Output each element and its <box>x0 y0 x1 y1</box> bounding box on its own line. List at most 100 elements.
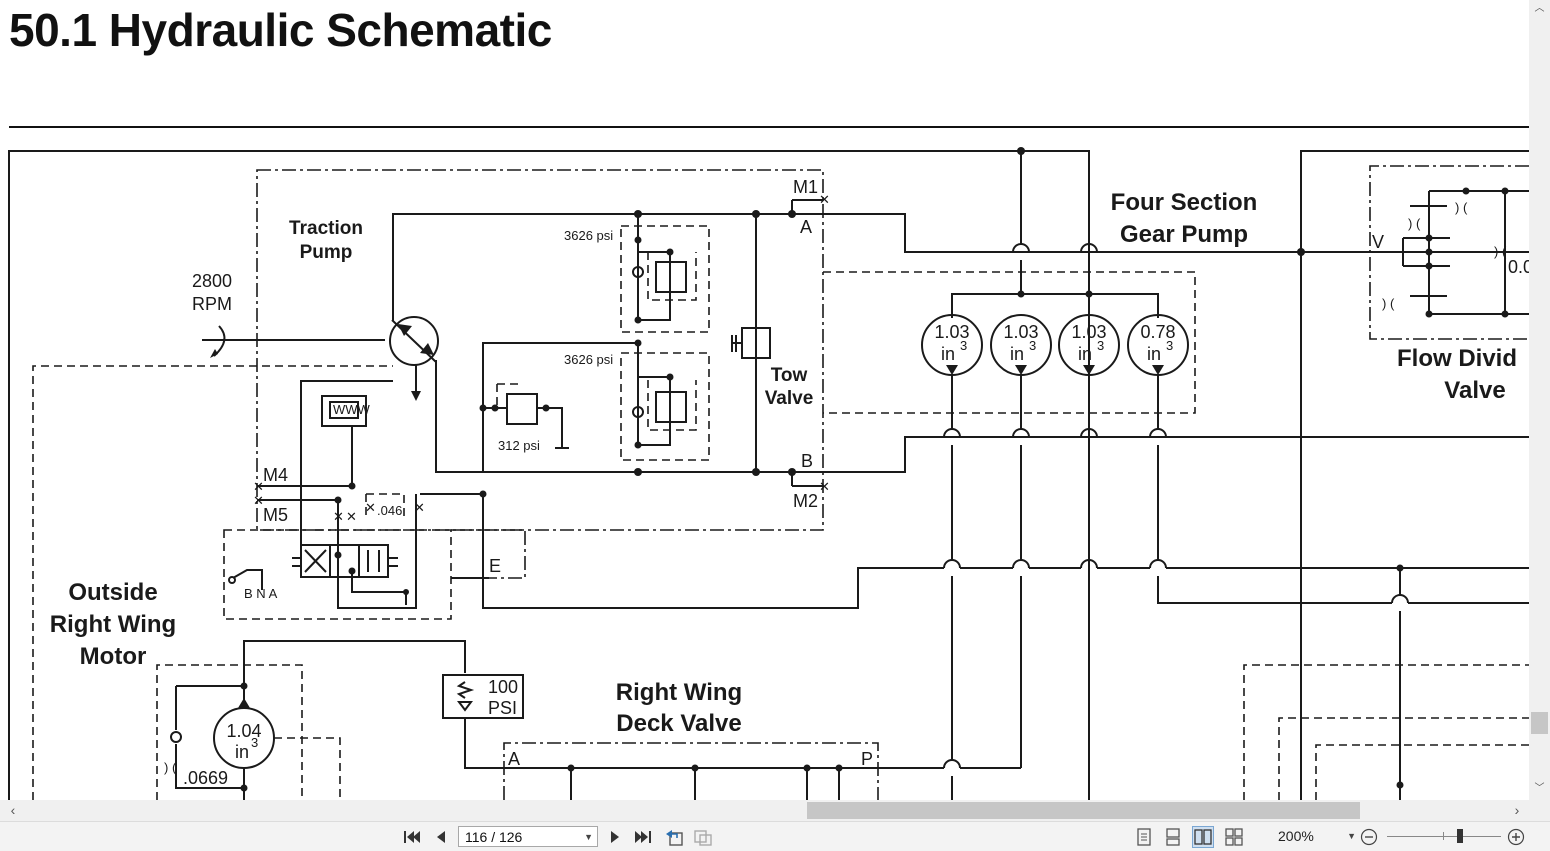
flow-divider-label-1: Flow Divid <box>1397 345 1517 372</box>
back-view-icon[interactable] <box>663 826 685 848</box>
zoom-level: 200% <box>1278 828 1314 844</box>
svg-text:) (: ) ( <box>1455 200 1468 215</box>
port-b: B <box>801 451 813 471</box>
svg-text:1.03: 1.03 <box>1003 322 1038 342</box>
svg-text:✕: ✕ <box>253 493 264 508</box>
wing-motor-label-2: Right Wing <box>50 611 176 638</box>
svg-text:in: in <box>1147 344 1161 364</box>
rpm-unit: RPM <box>192 294 232 314</box>
svg-text:3: 3 <box>251 735 258 750</box>
viewer-toolbar: 116 / 126 ▼ 200% ▼ <box>0 821 1550 851</box>
svg-text:in: in <box>1010 344 1024 364</box>
scrollbar-corner <box>1529 800 1550 821</box>
charge-relief-pressure: 312 psi <box>498 438 540 453</box>
two-page-continuous-view-icon[interactable] <box>1223 826 1245 848</box>
svg-text:3: 3 <box>1166 338 1173 353</box>
svg-text:✕: ✕ <box>819 479 830 494</box>
svg-text:✕: ✕ <box>365 500 376 515</box>
zoom-in-icon[interactable] <box>1505 826 1527 848</box>
vertical-scrollbar[interactable]: ︿ ﹀ <box>1529 0 1550 800</box>
svg-text:1.04: 1.04 <box>226 721 261 741</box>
page-indicator: 116 / 126 <box>465 829 523 845</box>
gear-section-2: 1.03 in 3 <box>990 314 1052 376</box>
gear-pump-label-2: Gear Pump <box>1120 221 1248 248</box>
port-m5: M5 <box>263 505 288 525</box>
relief-valve-bottom <box>620 339 710 461</box>
svg-text:in: in <box>235 742 249 762</box>
zoom-slider-thumb[interactable] <box>1457 829 1463 843</box>
gear-section-3: 1.03 in 3 <box>1058 314 1120 376</box>
orifice-0669: .0669 <box>183 768 228 788</box>
svg-text:✕: ✕ <box>819 192 830 207</box>
page-number-select[interactable]: 116 / 126 ▼ <box>458 826 598 847</box>
zoom-slider-tick <box>1443 832 1444 840</box>
flow-divider-partial-value: 0.0 <box>1508 257 1529 277</box>
document-view: 50.1 Hydraulic Schematic Traction Pump 2… <box>8 4 1529 800</box>
svg-text:) (: ) ( <box>1494 244 1507 259</box>
svg-text:1.03: 1.03 <box>934 322 969 342</box>
tow-valve-symbol <box>731 327 771 359</box>
forward-view-icon[interactable] <box>692 826 714 848</box>
port-m1: M1 <box>793 177 818 197</box>
svg-text:1.03: 1.03 <box>1071 322 1106 342</box>
horizontal-scroll-thumb[interactable] <box>807 802 1360 819</box>
svg-text:3: 3 <box>960 338 967 353</box>
port-m2: M2 <box>793 491 818 511</box>
wing-motor-symbol: 1.04 in 3 <box>213 698 275 769</box>
port-a-deck: A <box>508 749 520 769</box>
svg-text:✕: ✕ <box>414 500 425 515</box>
gear-section-1: 1.03 in 3 <box>921 314 983 376</box>
chevron-down-icon: ▼ <box>1347 831 1356 841</box>
first-page-icon[interactable] <box>401 826 423 848</box>
svg-text:) (: ) ( <box>164 760 177 775</box>
scroll-right-icon[interactable]: › <box>1514 802 1520 818</box>
port-bna: B N A <box>244 586 278 601</box>
deck-valve-label-1: Right Wing <box>616 679 742 706</box>
zoom-select[interactable]: 200% ▼ <box>1270 826 1358 847</box>
horizontal-scrollbar[interactable]: ‹ › <box>0 800 1529 821</box>
port-m4: M4 <box>263 465 288 485</box>
scroll-up-icon[interactable]: ︿ <box>1534 3 1545 14</box>
wing-motor-label-1: Outside <box>68 579 157 606</box>
tow-valve-label-1: Tow <box>771 365 808 386</box>
traction-pump-label-2: Pump <box>300 242 353 263</box>
scroll-left-icon[interactable]: ‹ <box>10 802 16 818</box>
single-page-view-icon[interactable] <box>1133 826 1155 848</box>
wing-motor-label-3: Motor <box>80 643 147 670</box>
two-page-view-icon[interactable] <box>1192 826 1214 848</box>
svg-text:) (: ) ( <box>1408 216 1421 231</box>
directional-valve <box>292 544 398 578</box>
page-title: 50.1 Hydraulic Schematic <box>9 4 552 56</box>
svg-text:3: 3 <box>1029 338 1036 353</box>
traction-pump-symbol <box>389 316 439 401</box>
relief-top-pressure: 3626 psi <box>564 228 613 243</box>
svg-text:WWW: WWW <box>333 402 371 417</box>
deck-valve-label-2: Deck Valve <box>616 710 741 737</box>
last-page-icon[interactable] <box>632 826 654 848</box>
hydraulic-schematic: Traction Pump 2800 RPM ✕ ✕ M1 A <box>8 147 1529 800</box>
port-a-top: A <box>800 217 812 237</box>
scroll-down-icon[interactable]: ﹀ <box>1534 783 1545 794</box>
svg-text:in: in <box>1078 344 1092 364</box>
svg-text:0.78: 0.78 <box>1140 322 1175 342</box>
flow-divider-boundary <box>1369 165 1529 340</box>
traction-pump-label-1: Traction <box>289 218 363 239</box>
next-page-icon[interactable] <box>604 826 626 848</box>
gear-pump-boundary <box>823 271 1196 414</box>
check-valve-pressure: 100 <box>488 677 518 697</box>
charge-relief-valve <box>479 383 569 449</box>
rpm-value: 2800 <box>192 271 232 291</box>
orifice-046: .046 <box>377 503 402 518</box>
svg-text:✕: ✕ <box>333 509 344 524</box>
svg-text:3: 3 <box>1097 338 1104 353</box>
continuous-view-icon[interactable] <box>1162 826 1184 848</box>
zoom-slider-track[interactable] <box>1387 836 1501 837</box>
svg-text:in: in <box>941 344 955 364</box>
svg-text:) (: ) ( <box>1382 296 1395 311</box>
traction-pump-boundary <box>256 169 824 531</box>
port-p-deck: P <box>861 749 873 769</box>
gear-pump-label-1: Four Section <box>1111 189 1258 216</box>
vertical-scroll-thumb[interactable] <box>1531 712 1548 734</box>
zoom-out-icon[interactable] <box>1358 826 1380 848</box>
previous-page-icon[interactable] <box>430 826 452 848</box>
